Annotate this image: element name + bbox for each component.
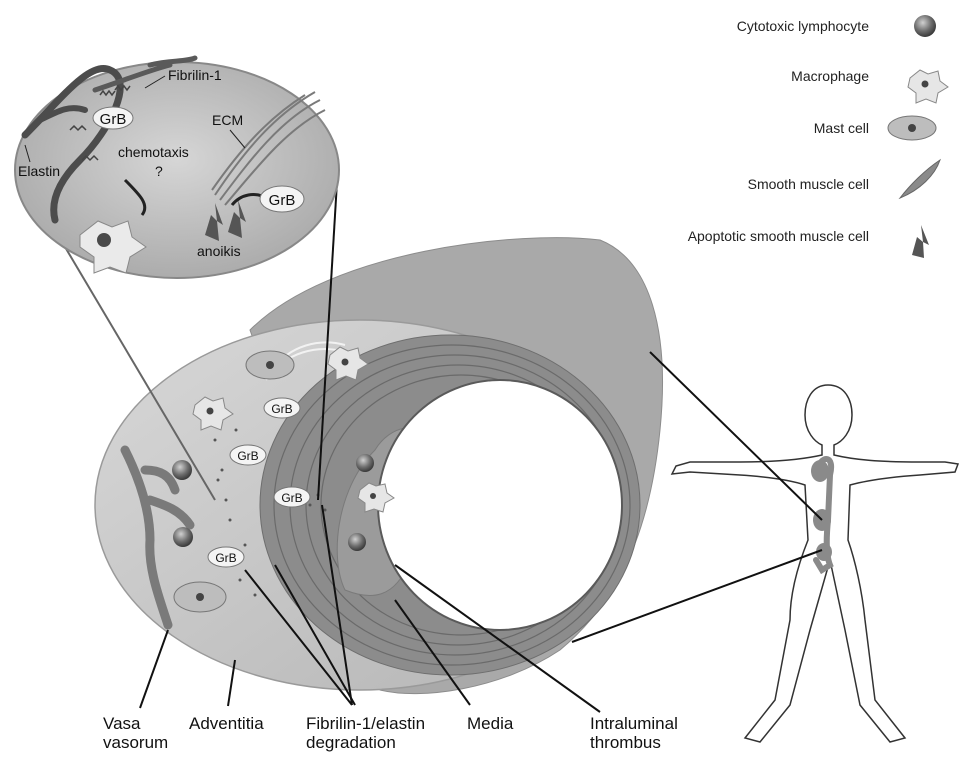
smooth-muscle-cell-icon xyxy=(900,160,940,198)
lymphocyte-cell xyxy=(356,454,374,472)
inset-grb-label: GrB xyxy=(269,192,296,209)
vasa-vasorum-pointer xyxy=(140,630,168,708)
macrophage-nucleus xyxy=(370,493,376,499)
legend-label-smooth-muscle-cell: Smooth muscle cell xyxy=(748,176,869,192)
label-vasa-line2: vasorum xyxy=(103,733,168,752)
label-vasa-line1: Vasa xyxy=(103,714,168,733)
legend-label-macrophage: Macrophage xyxy=(791,68,869,84)
macrophage-icon xyxy=(908,70,948,103)
lymphocyte-cell xyxy=(173,527,193,547)
label-intraluminal-thrombus: Intraluminal thrombus xyxy=(590,714,678,752)
macrophage-nucleus xyxy=(97,233,111,247)
human-body-outline xyxy=(672,385,958,742)
legend-label-apoptotic-smooth-muscle-cell: Apoptotic smooth muscle cell xyxy=(688,228,869,244)
fibrilin-label: Fibrilin-1 xyxy=(168,67,222,83)
ecm-label: ECM xyxy=(212,112,243,128)
mast-cell-icon-nucleus xyxy=(908,124,916,132)
grb-label: GrB xyxy=(271,402,292,416)
macrophage-nucleus xyxy=(207,408,214,415)
cytotoxic-lymphocyte-icon xyxy=(914,15,936,37)
body-connector-line xyxy=(650,352,822,520)
question-label: ? xyxy=(155,163,163,179)
apoptotic-smooth-muscle-cell-icon xyxy=(912,225,929,258)
label-fibrilin-line1: Fibrilin-1/elastin xyxy=(306,714,425,733)
elastin-label: Elastin xyxy=(18,163,60,179)
label-media: Media xyxy=(467,714,513,733)
legend-label-mast-cell: Mast cell xyxy=(814,120,869,136)
anoikis-label: anoikis xyxy=(197,243,241,259)
grb-label: GrB xyxy=(215,551,236,565)
legend-label-cytotoxic-lymphocyte: Cytotoxic lymphocyte xyxy=(737,18,869,34)
lymphocyte-cell xyxy=(172,460,192,480)
vessel-lumen xyxy=(378,380,622,630)
label-vasa-vasorum: Vasa vasorum xyxy=(103,714,168,752)
label-fibrilin-degradation: Fibrilin-1/elastin degradation xyxy=(306,714,425,752)
label-fibrilin-line2: degradation xyxy=(306,733,425,752)
lymphocyte-cell xyxy=(348,533,366,551)
inset-grb-label: GrB xyxy=(100,111,127,128)
label-adventitia: Adventitia xyxy=(189,714,264,733)
grb-label: GrB xyxy=(281,491,302,505)
legend-icons xyxy=(888,15,948,258)
mast-cell-nucleus xyxy=(266,361,274,369)
macrophage-icon-nucleus xyxy=(922,81,929,88)
grb-label: GrB xyxy=(237,449,258,463)
aorta-cross-section: GrB GrB GrB GrB xyxy=(95,238,663,694)
macrophage-nucleus xyxy=(342,359,349,366)
label-thrombus-line2: thrombus xyxy=(590,733,678,752)
chemotaxis-label: chemotaxis xyxy=(118,144,189,160)
label-thrombus-line1: Intraluminal xyxy=(590,714,678,733)
mast-cell-nucleus xyxy=(196,593,204,601)
